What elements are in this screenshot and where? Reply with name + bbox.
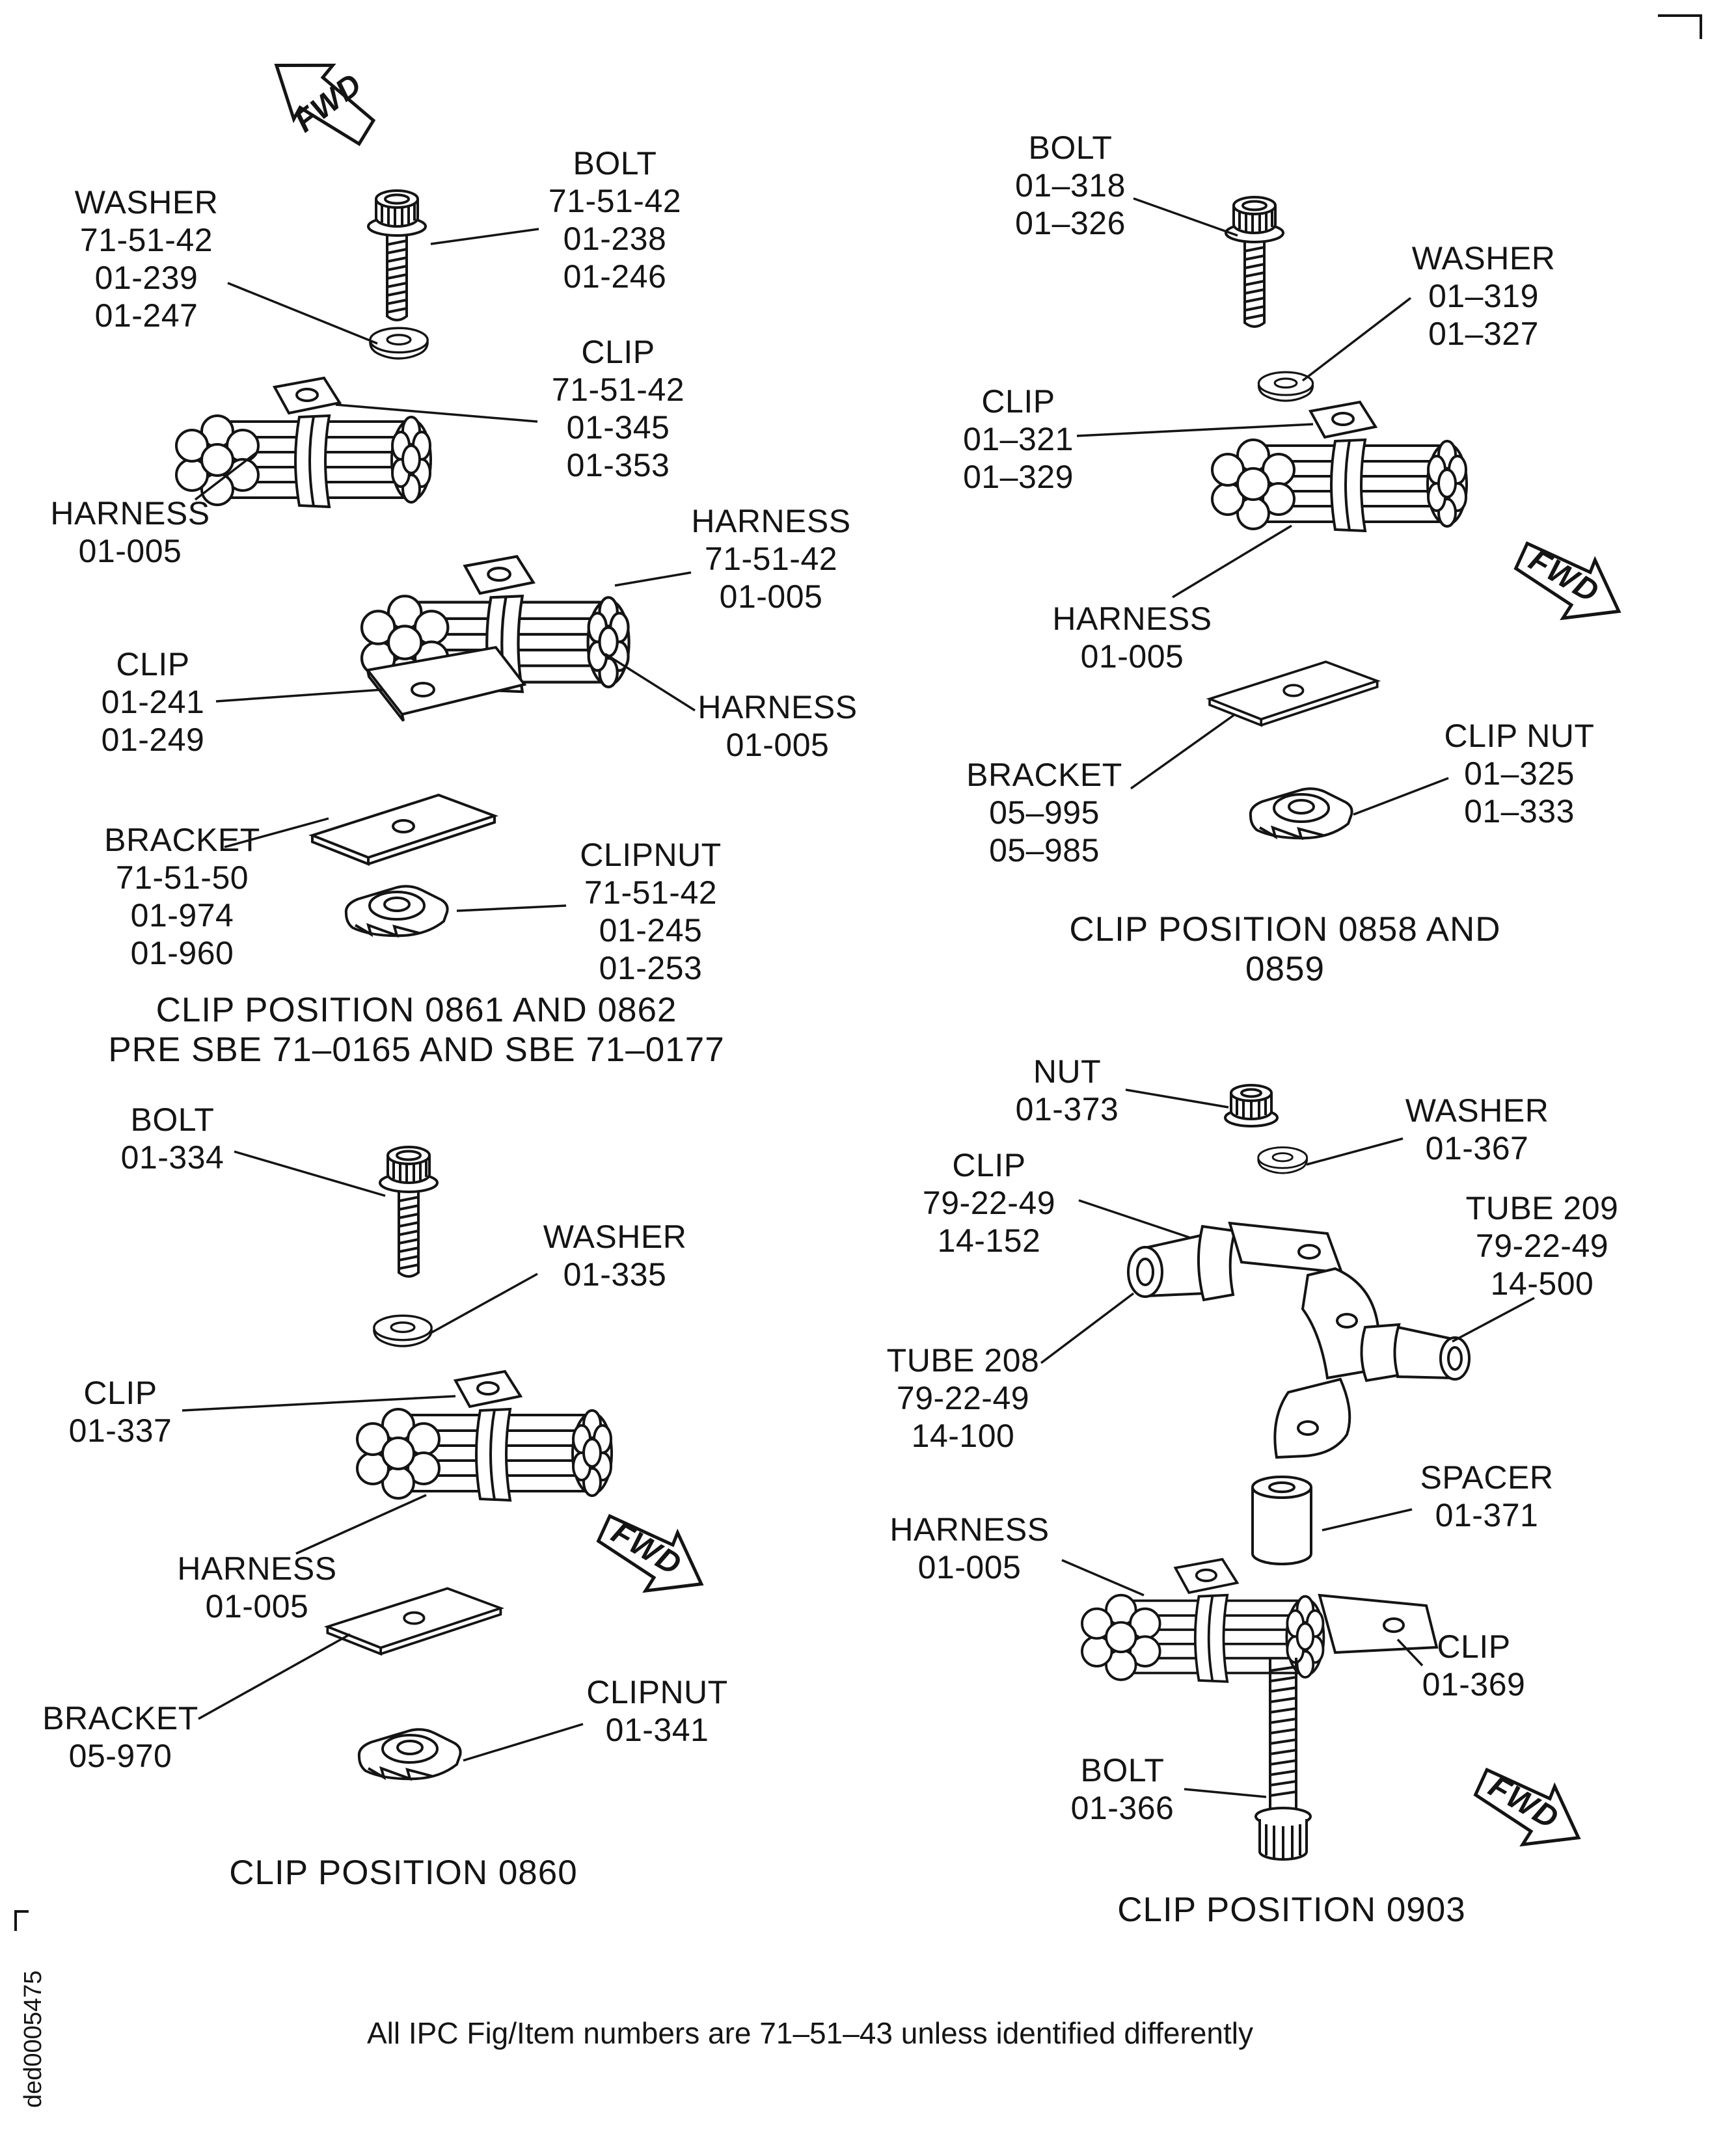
spacer-illustration-q4 [1251,1476,1312,1565]
label-q4-spacer: SPACER 01-371 [1420,1459,1554,1533]
label-q4-tube209: TUBE 209 79-22-49 14-500 [1465,1190,1619,1302]
bracket-illustration-q3 [326,1587,502,1656]
corner-mark-top-right [1658,14,1702,39]
footer-note: All IPC Fig/Item numbers are 71–51–43 un… [366,2016,1254,2050]
label-q1-harness-right: HARNESS 71-51-42 01-005 [691,503,851,615]
clip-arm-plate-q1 [365,645,527,722]
label-q1-washer: WASHER 71-51-42 01-239 01-247 [74,184,219,334]
washer-illustration-q2 [1257,371,1314,402]
label-q3-bracket: BRACKET 05-970 [42,1700,198,1774]
caption-q3: CLIP POSITION 0860 [229,1854,578,1892]
label-q4-harness: HARNESS 01-005 [889,1511,1050,1585]
q4-illustrations [1081,1084,1595,1867]
caption-q2: CLIP POSITION 0858 AND 0859 [1069,910,1501,989]
nut-illustration-q4 [1224,1084,1279,1127]
bolt-illustration-q3 [379,1146,439,1278]
harness-clip-illustration-q2 [1211,401,1468,532]
label-q1-clip-top: CLIP 71-51-42 01-345 01-353 [551,334,685,483]
label-q3-harness: HARNESS 01-005 [177,1550,337,1625]
clipnut-illustration-q3 [357,1728,462,1781]
label-q3-washer: WASHER 01-335 [543,1219,687,1293]
clipnut-illustration-q2 [1249,787,1353,840]
label-q1-clip-left: CLIP 01-241 01-249 [101,646,205,758]
label-q3-bolt: BOLT 01-334 [120,1101,224,1176]
label-q3-clip: CLIP 01-337 [68,1375,172,1449]
label-q1-bracket: BRACKET 71-51-50 01-974 01-960 [104,822,260,971]
label-q2-bracket: BRACKET 05–995 05–985 [966,757,1122,869]
label-q1-harness-left: HARNESS 01-005 [50,495,210,569]
clipnut-illustration-q1 [344,885,449,938]
label-q4-clip-top: CLIP 79-22-49 14-152 [922,1147,1056,1259]
clip-arm-plate-q4 [1318,1593,1439,1654]
label-q4-washer: WASHER 01-367 [1405,1092,1549,1167]
label-q1-harness-lower: HARNESS 01-005 [698,689,858,763]
corner-mark-bottom-left [14,1910,29,1931]
label-q2-harness: HARNESS 01-005 [1052,600,1212,675]
label-q4-tube208: TUBE 208 79-22-49 14-100 [886,1342,1040,1454]
bolt-illustration-q2 [1225,196,1284,328]
washer-illustration-q1 [369,327,429,360]
washer-illustration-q3 [373,1314,433,1347]
label-q3-clipnut: CLIPNUT 01-341 [586,1674,728,1748]
q1-illustrations [175,38,629,938]
bolt-illustration-q1 [367,189,427,321]
harness-clip-illustration-q4 [1081,1558,1325,1683]
leader-lines [182,197,1535,1798]
label-q1-bolt: BOLT 71-51-42 01-238 01-246 [548,145,682,295]
label-q2-clipnut: CLIP NUT 01–325 01–333 [1444,718,1595,830]
label-q1-clipnut: CLIPNUT 71-51-42 01-245 01-253 [580,837,722,986]
document-id: ded0005475 [20,1970,47,2108]
harness-clip-illustration-q3 [356,1370,613,1502]
harness-clip-illustration-q1-upper [175,377,432,508]
bracket-illustration-q1 [311,794,496,865]
label-q4-bolt: BOLT 01-366 [1070,1752,1174,1826]
label-q2-washer: WASHER 01–319 01–327 [1411,240,1556,352]
caption-q4: CLIP POSITION 0903 [1117,1891,1466,1929]
label-q4-nut: NUT 01-373 [1015,1053,1119,1127]
label-q4-clip-bottom: CLIP 01-369 [1422,1628,1526,1703]
bolt-illustration-q4 [1255,1658,1312,1861]
label-q2-clip: CLIP 01–321 01–329 [963,383,1074,495]
tube-clip-assembly-illustration-q4 [1127,1221,1471,1459]
caption-q1: CLIP POSITION 0861 AND 0862 PRE SBE 71–0… [108,991,725,1070]
label-q2-bolt: BOLT 01–318 01–326 [1015,129,1126,241]
washer-illustration-q4 [1257,1146,1309,1174]
